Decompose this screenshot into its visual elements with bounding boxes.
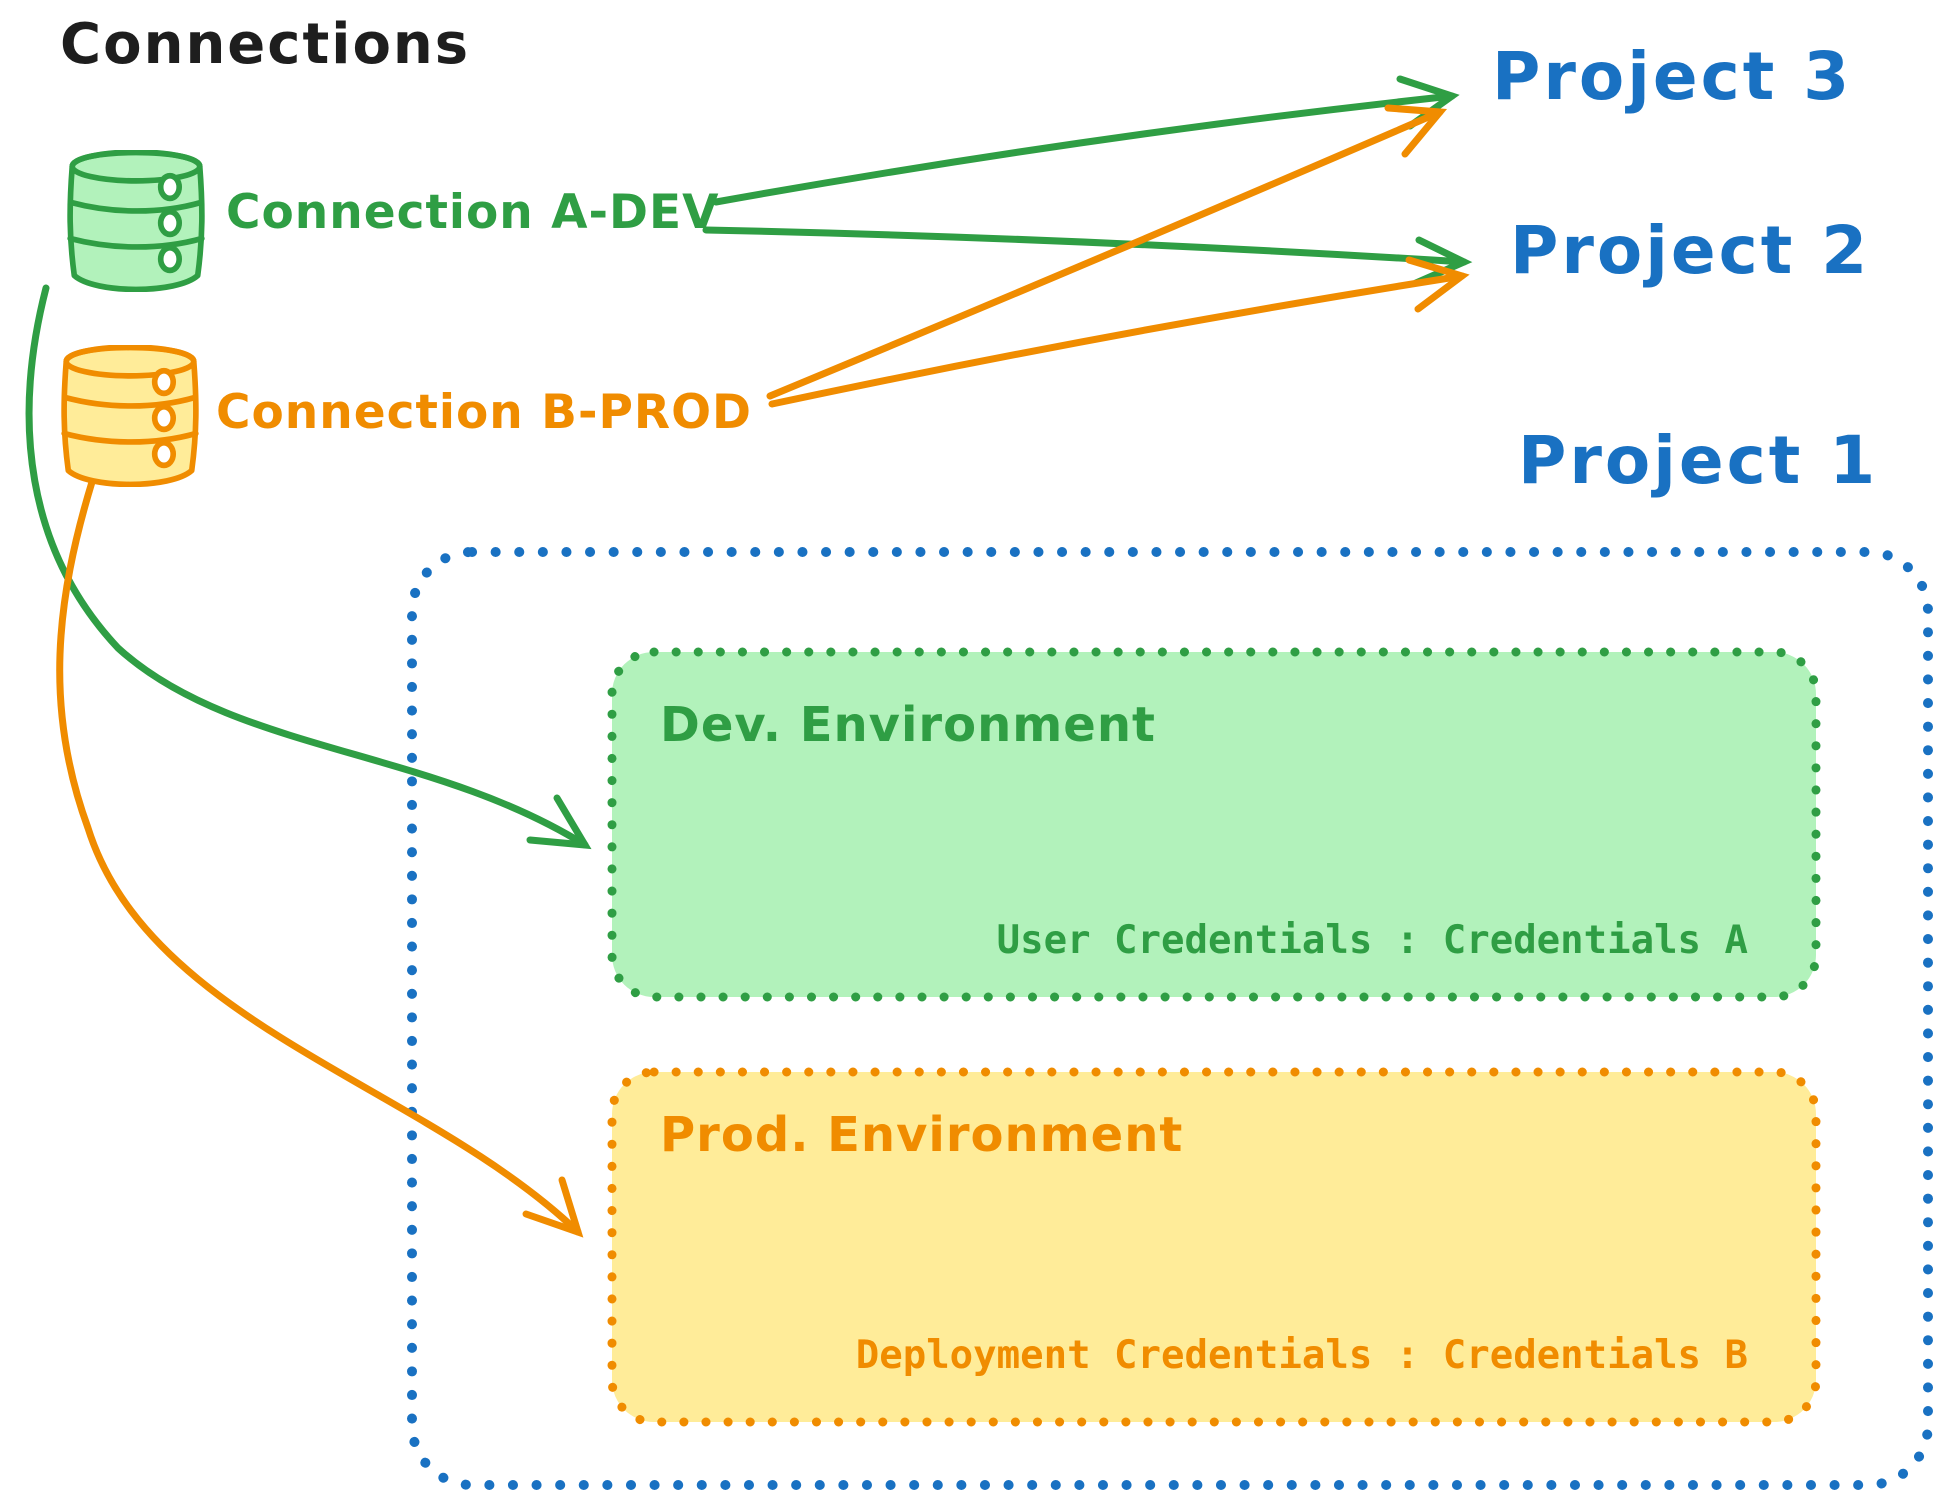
dev-environment-box [607,647,1821,1002]
project1-label: Project 1 [1518,422,1879,499]
prod-environment-title: Prod. Environment [660,1107,1184,1163]
arrow-adev-project2 [702,226,1473,287]
database-icon [61,345,199,487]
prod-environment-box [607,1067,1821,1427]
arrow-adev-project3 [712,75,1460,206]
project2-label: Project 2 [1510,212,1871,289]
connection-b-prod-label: Connection B-PROD [216,385,753,440]
arrow-bprod-prodenv [56,478,584,1238]
arrow-bprod-project2 [768,256,1470,408]
diagram-title: Connections [60,12,471,77]
dev-credentials-text: User Credentials : Credentials A [996,918,1748,963]
dev-environment-title: Dev. Environment [660,697,1156,753]
prod-credentials-text: Deployment Credentials : Credentials B [855,1333,1748,1378]
database-icon [67,150,205,292]
project3-label: Project 3 [1492,38,1853,115]
arrow-adev-devenv [25,284,592,850]
arrow-bprod-project3 [766,104,1448,400]
project1-container-box [407,547,1933,1490]
connection-a-dev-label: Connection A-DEV [226,185,720,240]
